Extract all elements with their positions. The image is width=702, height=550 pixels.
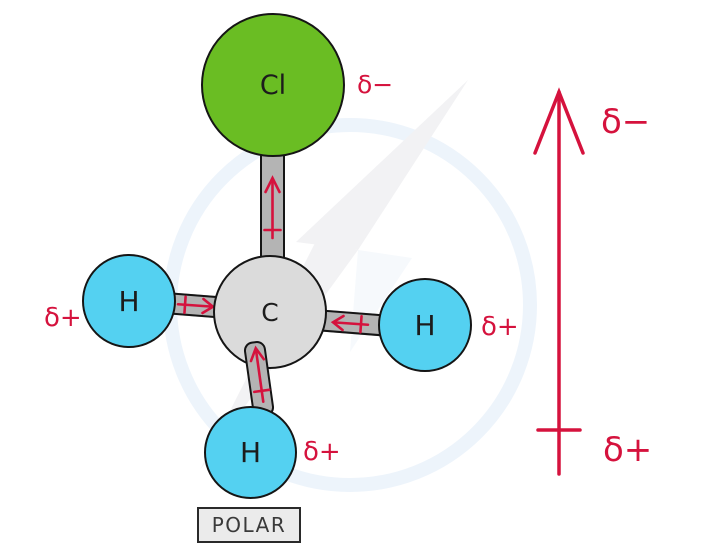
dipole-arrow-up-icon <box>263 175 282 240</box>
chlorine-atom: Cl <box>201 13 345 157</box>
hydrogen-symbol: H <box>118 284 140 318</box>
polarity-caption-label: POLAR <box>211 513 287 537</box>
carbon-symbol: C <box>261 297 279 327</box>
chlorine-symbol: Cl <box>259 69 287 101</box>
polarity-caption-box: POLAR <box>197 507 301 543</box>
chlorine-partial-charge: δ− <box>357 70 394 99</box>
dipole-arrow-up-icon <box>249 345 271 404</box>
hydrogen-symbol: H <box>239 436 262 469</box>
hydrogen-symbol: H <box>414 308 436 342</box>
dipole-arrow-right-icon <box>176 295 216 315</box>
hydrogen-left-partial-charge: δ+ <box>44 303 82 333</box>
hydrogen-bottom-partial-charge: δ+ <box>303 437 341 467</box>
carbon-atom: C <box>213 255 327 369</box>
hydrogen-right-partial-charge: δ+ <box>481 312 519 342</box>
hydrogen-atom-bottom: H <box>204 406 297 499</box>
net-dipole-head-label: δ− <box>601 102 651 142</box>
dipole-arrow-left-icon <box>330 314 370 334</box>
net-dipole-tail-label: δ+ <box>603 430 653 470</box>
hydrogen-atom-left: H <box>82 254 176 348</box>
net-dipole-arrow-icon <box>533 87 585 476</box>
hydrogen-atom-right: H <box>378 278 472 372</box>
